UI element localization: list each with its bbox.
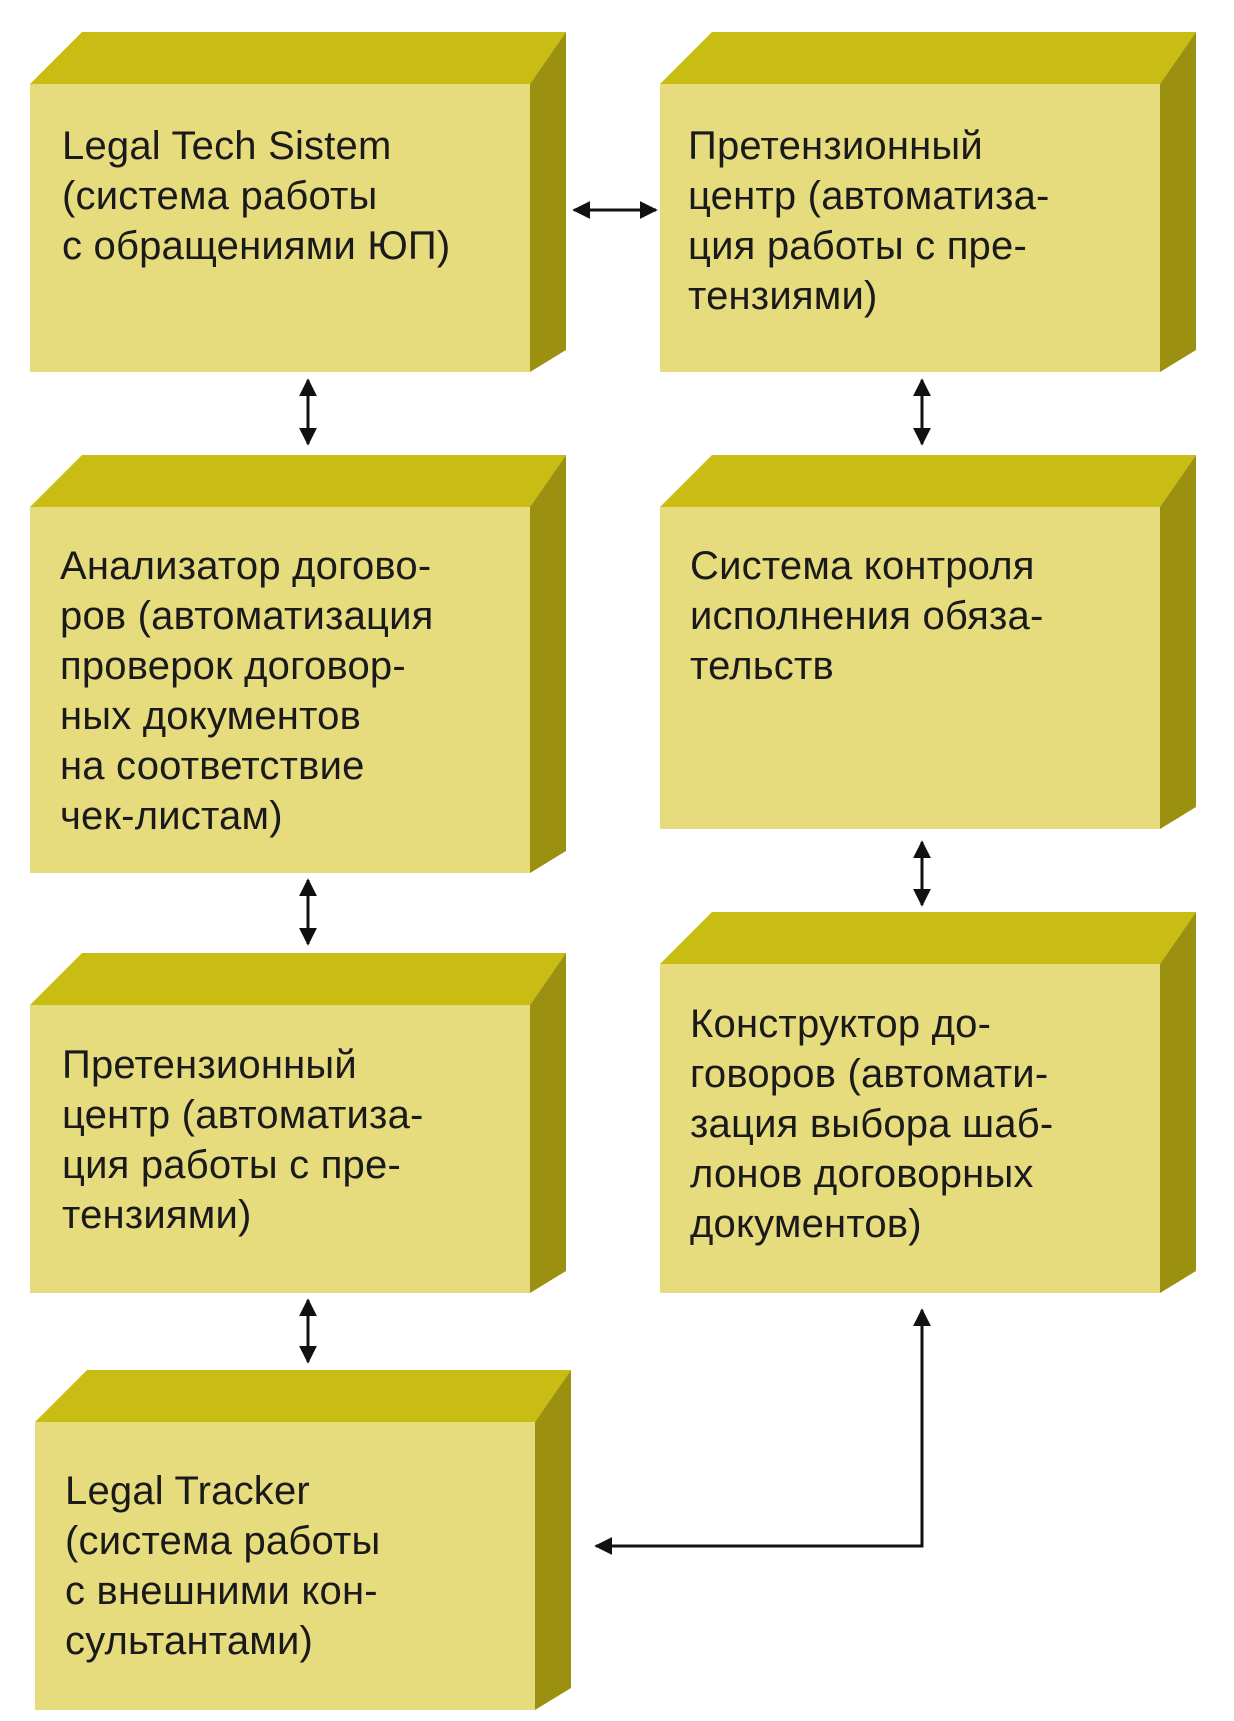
legal-tech-system-label: Legal Tech Sistem (система работы с обра… [62,124,451,268]
claims-center-bottom-box: Претензионный центр (автоматиза- ция раб… [30,953,566,1293]
legal-tech-system-box: Legal Tech Sistem (система работы с обра… [30,32,566,372]
contract-builder-block-shape [660,912,1196,1293]
contract-builder-label: Конструктор до- говоров (автомати- зация… [690,1002,1054,1246]
legal-tracker-label: Legal Tracker (система работы с внешними… [65,1469,381,1663]
arrow-legal-tracker-to-contract-builder [594,1308,931,1555]
legal-tracker-box: Legal Tracker (система работы с внешними… [35,1370,571,1710]
contract-builder-box: Конструктор до- говоров (автомати- зация… [660,912,1196,1293]
obligations-control-box: Система контроля исполнения обяза- тельс… [660,455,1196,829]
claims-center-bottom-label: Претензионный центр (автоматиза- ция раб… [62,1043,424,1237]
obligations-control-block-shape [660,455,1196,829]
claims-center-top-label: Претензионный центр (автоматиза- ция раб… [688,124,1050,318]
obligations-control-label: Система контроля исполнения обяза- тельс… [690,544,1044,688]
legal-tracker-block-shape [35,1370,571,1710]
claims-center-top-block-shape [660,32,1196,372]
claims-center-bottom-block-shape [30,953,566,1293]
claims-center-top-box: Претензионный центр (автоматиза- ция раб… [660,32,1196,372]
contract-analyzer-block-shape [30,455,566,873]
contract-analyzer-label: Анализатор догово- ров (автоматизация пр… [60,544,434,838]
contract-analyzer-box: Анализатор догово- ров (автоматизация пр… [30,455,566,873]
legal-tech-system-block-shape [30,32,566,372]
